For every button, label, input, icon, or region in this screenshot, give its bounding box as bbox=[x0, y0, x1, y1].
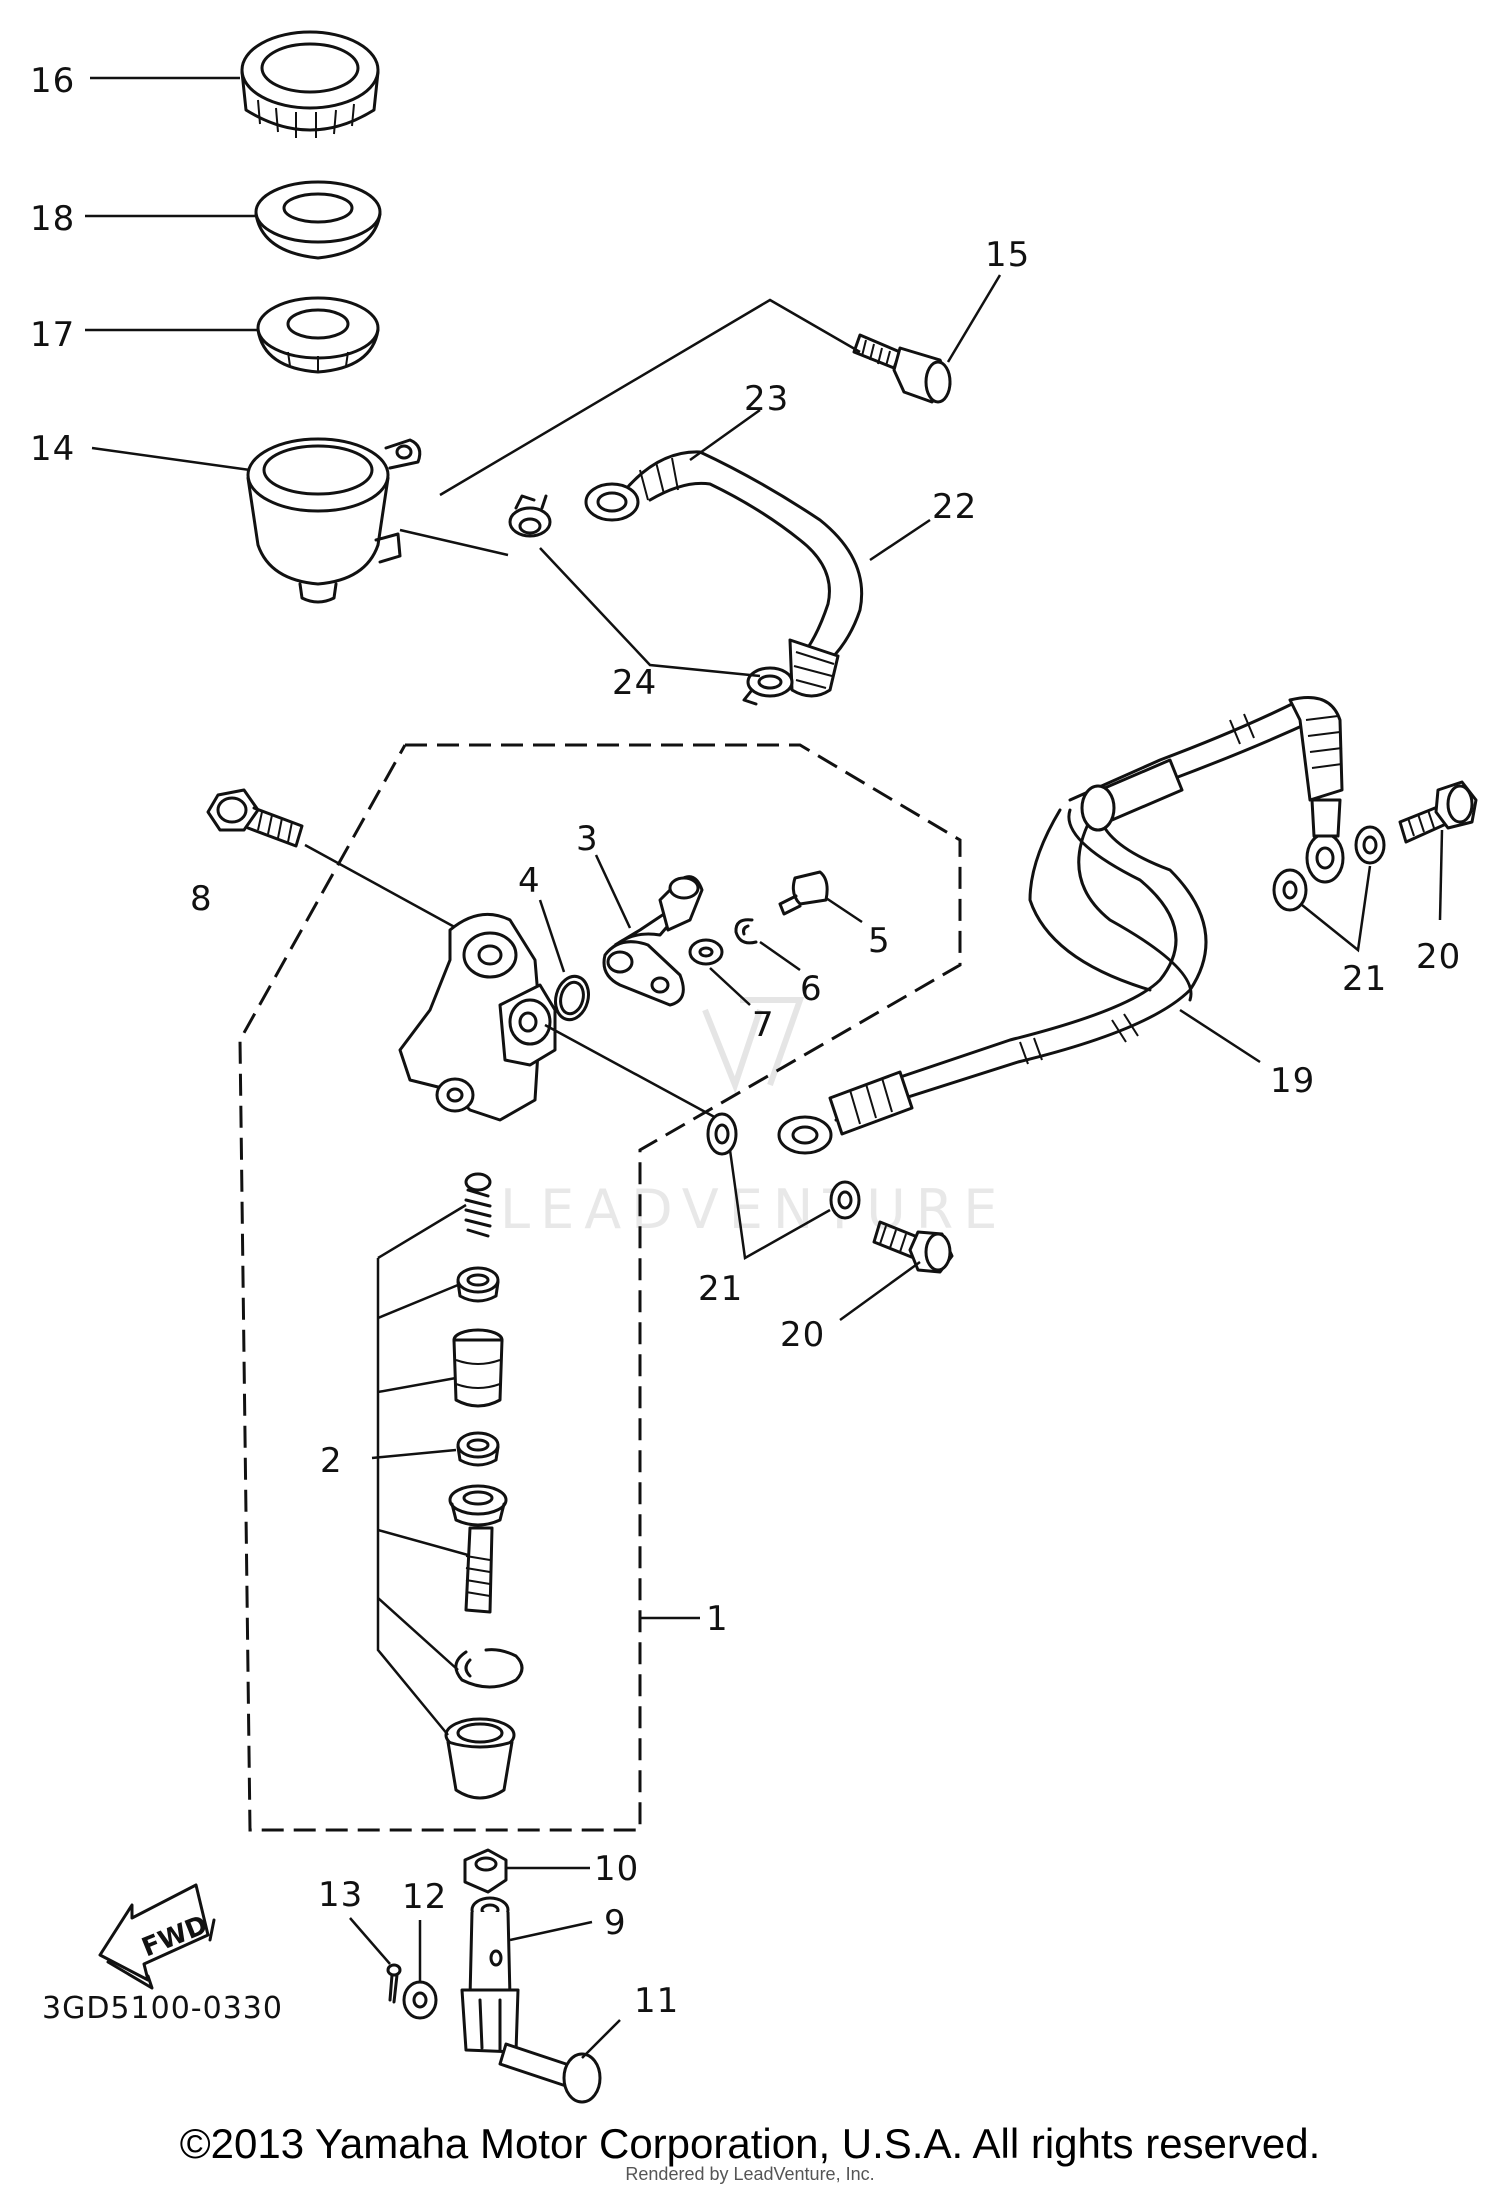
o-ring bbox=[554, 974, 590, 1022]
pin bbox=[498, 2042, 602, 2104]
copyright-notice: ©2013 Yamaha Motor Corporation, U.S.A. A… bbox=[179, 2120, 1321, 2167]
part-label-1: 1 bbox=[706, 1599, 729, 1639]
part-label-9: 9 bbox=[604, 1903, 627, 1943]
part-label-17: 17 bbox=[30, 315, 75, 355]
part-label-20-lower: 20 bbox=[780, 1315, 825, 1355]
part-label-13: 13 bbox=[318, 1875, 363, 1915]
diaphragm bbox=[254, 180, 382, 260]
part-label-10: 10 bbox=[594, 1849, 639, 1889]
part-label-24: 24 bbox=[612, 663, 657, 703]
part-label-15: 15 bbox=[985, 235, 1030, 275]
union-bolt-upper bbox=[1398, 780, 1478, 844]
forward-arrow-icon: FWD bbox=[98, 1883, 216, 1990]
part-label-6: 6 bbox=[800, 969, 823, 1009]
part-label-21-upper: 21 bbox=[1342, 959, 1387, 999]
reservoir-hose bbox=[584, 450, 864, 698]
part-label-7: 7 bbox=[752, 1005, 775, 1045]
part-label-2: 2 bbox=[320, 1441, 343, 1481]
cotter-pin bbox=[386, 1963, 402, 2004]
piston-kit bbox=[444, 1172, 524, 1800]
clevis bbox=[460, 1896, 520, 2054]
copper-washer-right-a bbox=[1272, 868, 1308, 912]
hose-joint bbox=[602, 875, 704, 1007]
nut bbox=[463, 1848, 508, 1894]
hose-clamp-lower bbox=[742, 666, 794, 706]
master-cylinder-assembly-outline bbox=[238, 743, 962, 1832]
brake-hose bbox=[777, 696, 1345, 1155]
part-label-5: 5 bbox=[868, 921, 891, 961]
washer-12 bbox=[402, 1980, 438, 2020]
watermark-wordmark: LEADVENTURE bbox=[500, 1178, 1007, 1241]
copper-washer-left bbox=[706, 1112, 738, 1156]
part-label-11: 11 bbox=[634, 1981, 679, 2021]
screw-5 bbox=[778, 870, 829, 916]
part-label-18: 18 bbox=[30, 199, 75, 239]
part-label-23: 23 bbox=[744, 379, 789, 419]
reservoir-tank bbox=[246, 437, 422, 604]
union-bolt-lower bbox=[872, 1220, 954, 1274]
master-cylinder-body bbox=[398, 912, 557, 1122]
washer-7 bbox=[688, 938, 724, 966]
part-label-14: 14 bbox=[30, 429, 75, 469]
copper-washer-center bbox=[829, 1180, 861, 1220]
part-label-21-lower: 21 bbox=[698, 1269, 743, 1309]
bolt-8 bbox=[206, 788, 304, 848]
part-label-19: 19 bbox=[1270, 1061, 1315, 1101]
bolt-15 bbox=[852, 333, 952, 404]
part-label-22: 22 bbox=[932, 487, 977, 527]
part-label-4: 4 bbox=[518, 861, 541, 901]
rendered-by-notice: Rendered by LeadVenture, Inc. bbox=[625, 2164, 875, 2184]
part-label-8: 8 bbox=[190, 879, 213, 919]
diagram-code: 3GD5100-0330 bbox=[42, 1991, 283, 2026]
part-label-20-upper: 20 bbox=[1416, 937, 1461, 977]
part-label-3: 3 bbox=[576, 819, 599, 859]
reservoir-cap bbox=[240, 30, 380, 138]
watermark: LEADVENTURE bbox=[500, 997, 1007, 1241]
diaphragm-holder bbox=[256, 296, 380, 374]
hose-clamp-upper bbox=[508, 494, 552, 538]
circlip bbox=[734, 918, 758, 945]
copper-washer-right-b bbox=[1354, 825, 1386, 865]
part-label-12: 12 bbox=[402, 1877, 447, 1917]
part-label-16: 16 bbox=[30, 61, 75, 101]
